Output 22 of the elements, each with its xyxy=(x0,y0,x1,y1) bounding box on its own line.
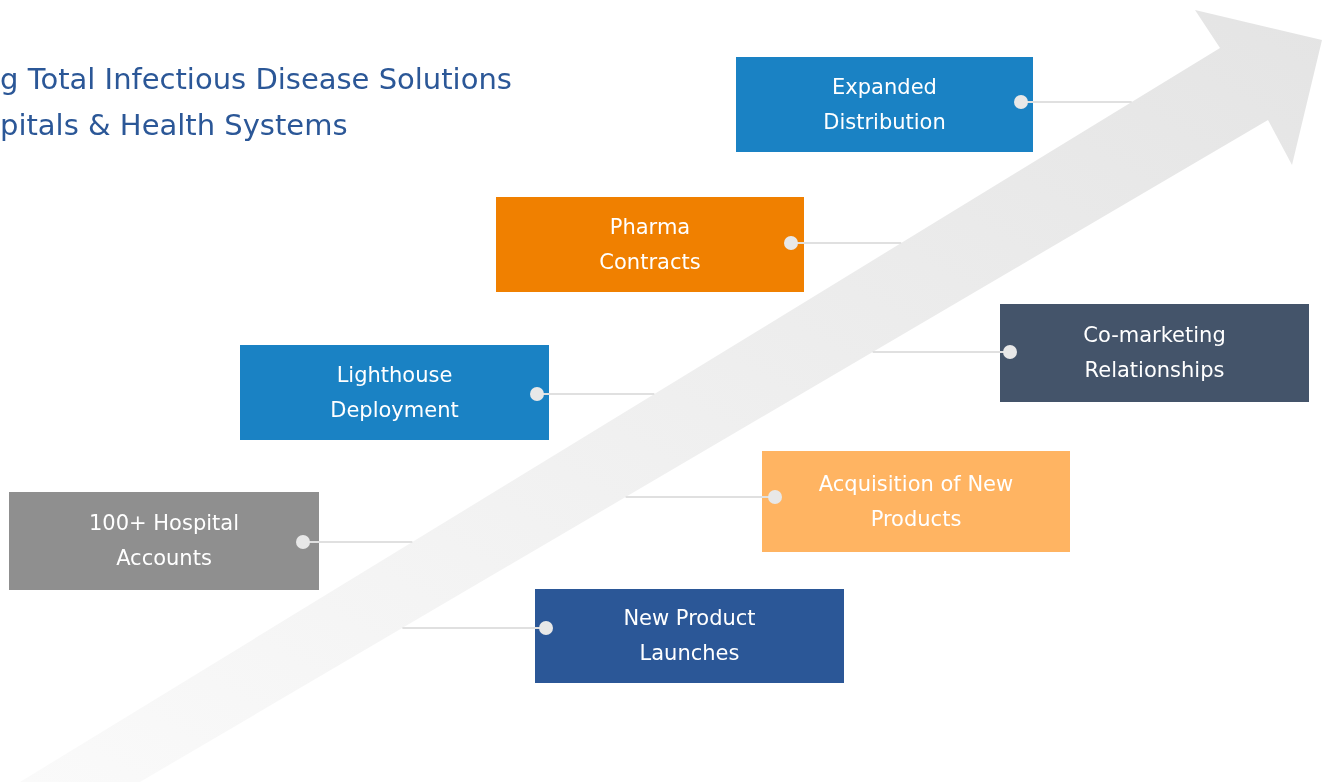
leader-line xyxy=(401,621,553,635)
box-label: 100+ Hospital Accounts xyxy=(87,510,240,572)
box-label: Acquisition of New Products xyxy=(817,470,1015,533)
milestone-box xyxy=(762,451,1070,552)
leader-line xyxy=(296,535,414,549)
milestone-box xyxy=(496,197,804,292)
box-label: Lighthouse Deployment xyxy=(329,361,460,424)
box-label: Co-marketing Relationships xyxy=(1082,322,1227,384)
box-label: New Product Launches xyxy=(622,605,757,667)
milestone-box xyxy=(736,57,1033,152)
milestone-box xyxy=(9,492,319,590)
leader-line xyxy=(871,345,1017,359)
leader-line xyxy=(1014,95,1133,109)
leader-line xyxy=(784,236,903,250)
milestone-box xyxy=(535,589,844,683)
milestone-box xyxy=(240,345,549,440)
leader-line xyxy=(530,387,656,401)
box-label: Expanded Distribution xyxy=(822,73,947,136)
slide-title: g Total Infectious Disease Solutions pitals & Health Systems xyxy=(0,61,513,144)
leader-line xyxy=(624,490,782,504)
box-label: Pharma Contracts xyxy=(598,213,702,276)
milestone-box xyxy=(1000,304,1309,402)
